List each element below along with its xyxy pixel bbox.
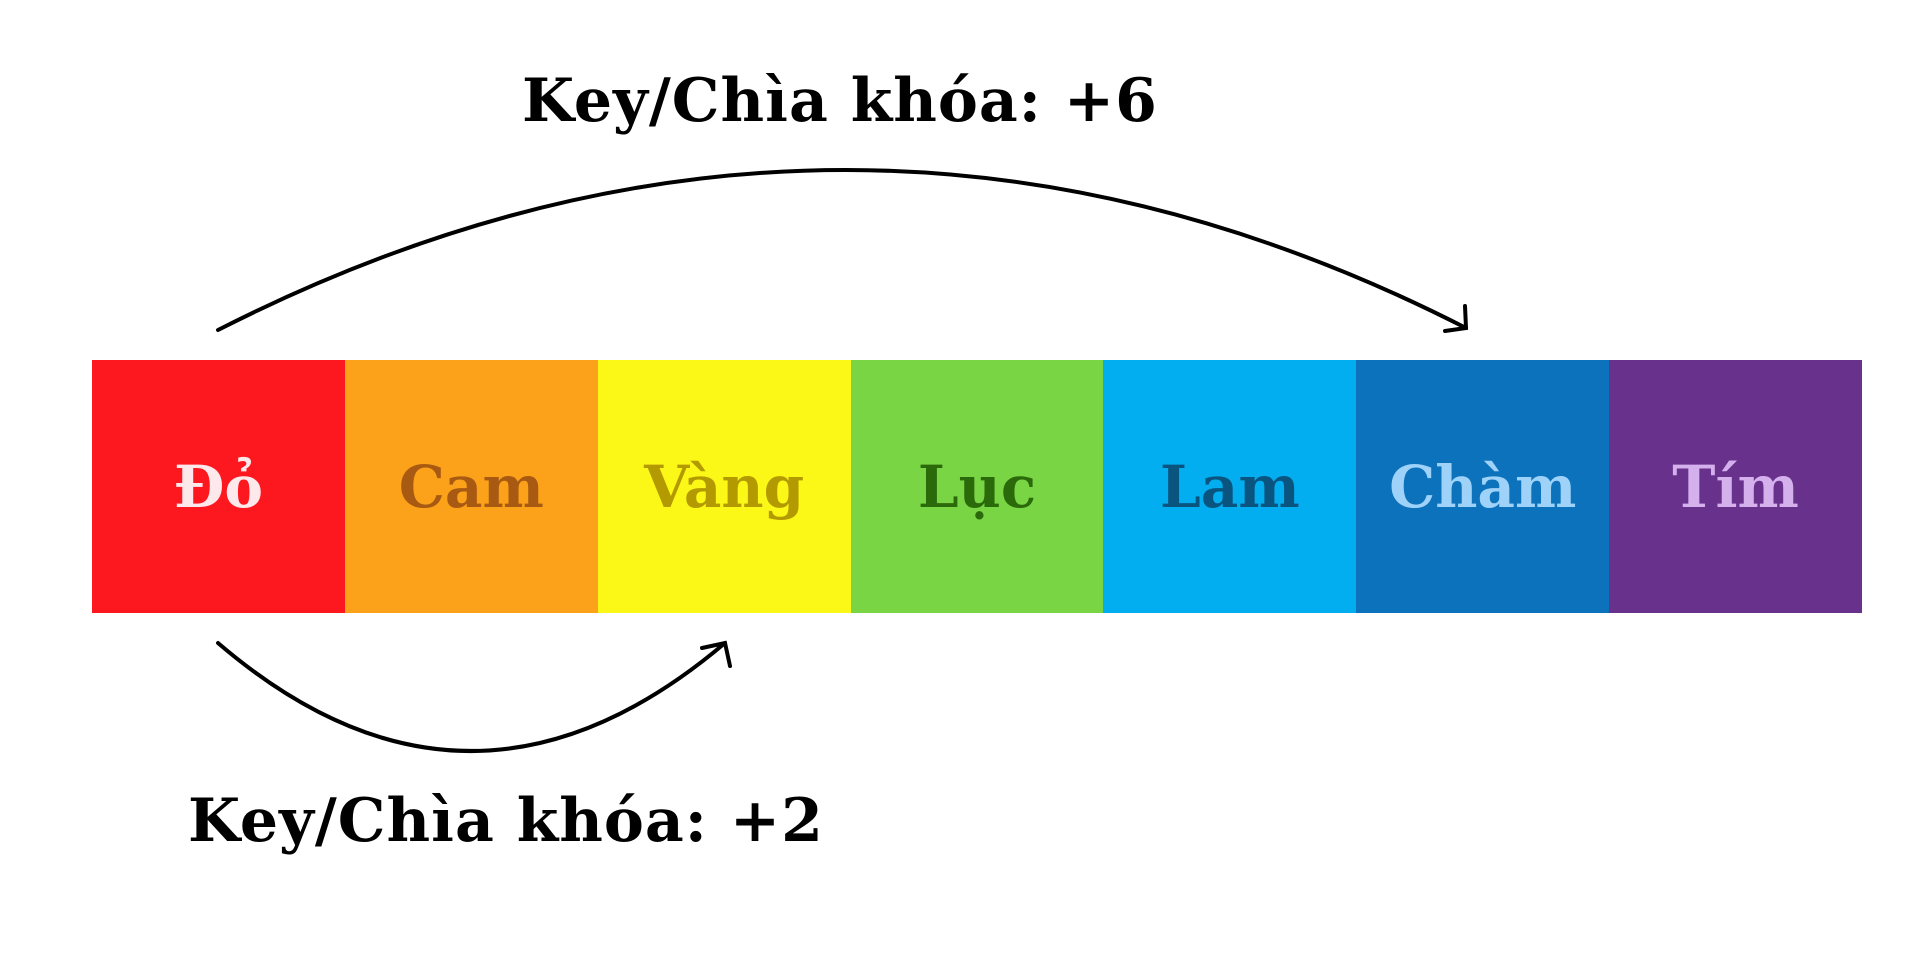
color-label: Đỏ	[173, 452, 264, 521]
color-cell-cham: Chàm	[1356, 360, 1610, 613]
bottom-key-label: Key/Chìa khóa: +2	[188, 786, 824, 856]
color-cell-luc: Lục	[850, 360, 1104, 613]
color-label: Tím	[1672, 452, 1799, 521]
color-label: Vàng	[644, 452, 805, 521]
bottom-arc-arrow	[216, 641, 727, 753]
color-cell-cam: Cam	[344, 360, 598, 613]
color-cell-vang: Vàng	[597, 360, 851, 613]
bottom-arrowhead-icon	[700, 640, 732, 668]
color-label: Lục	[917, 452, 1037, 521]
color-spectrum-bar: Đỏ Cam Vàng Lục Lam Chàm Tím	[92, 360, 1863, 613]
color-cell-do: Đỏ	[92, 360, 345, 613]
top-key-label: Key/Chìa khóa: +6	[522, 66, 1158, 136]
color-label: Lam	[1160, 452, 1300, 521]
color-cell-lam: Lam	[1103, 360, 1357, 613]
color-label: Cam	[398, 452, 544, 521]
top-arrowhead-icon	[1443, 304, 1469, 333]
color-label: Chàm	[1389, 452, 1577, 521]
color-cell-tim: Tím	[1609, 360, 1863, 613]
top-arc-arrow	[216, 168, 1468, 332]
